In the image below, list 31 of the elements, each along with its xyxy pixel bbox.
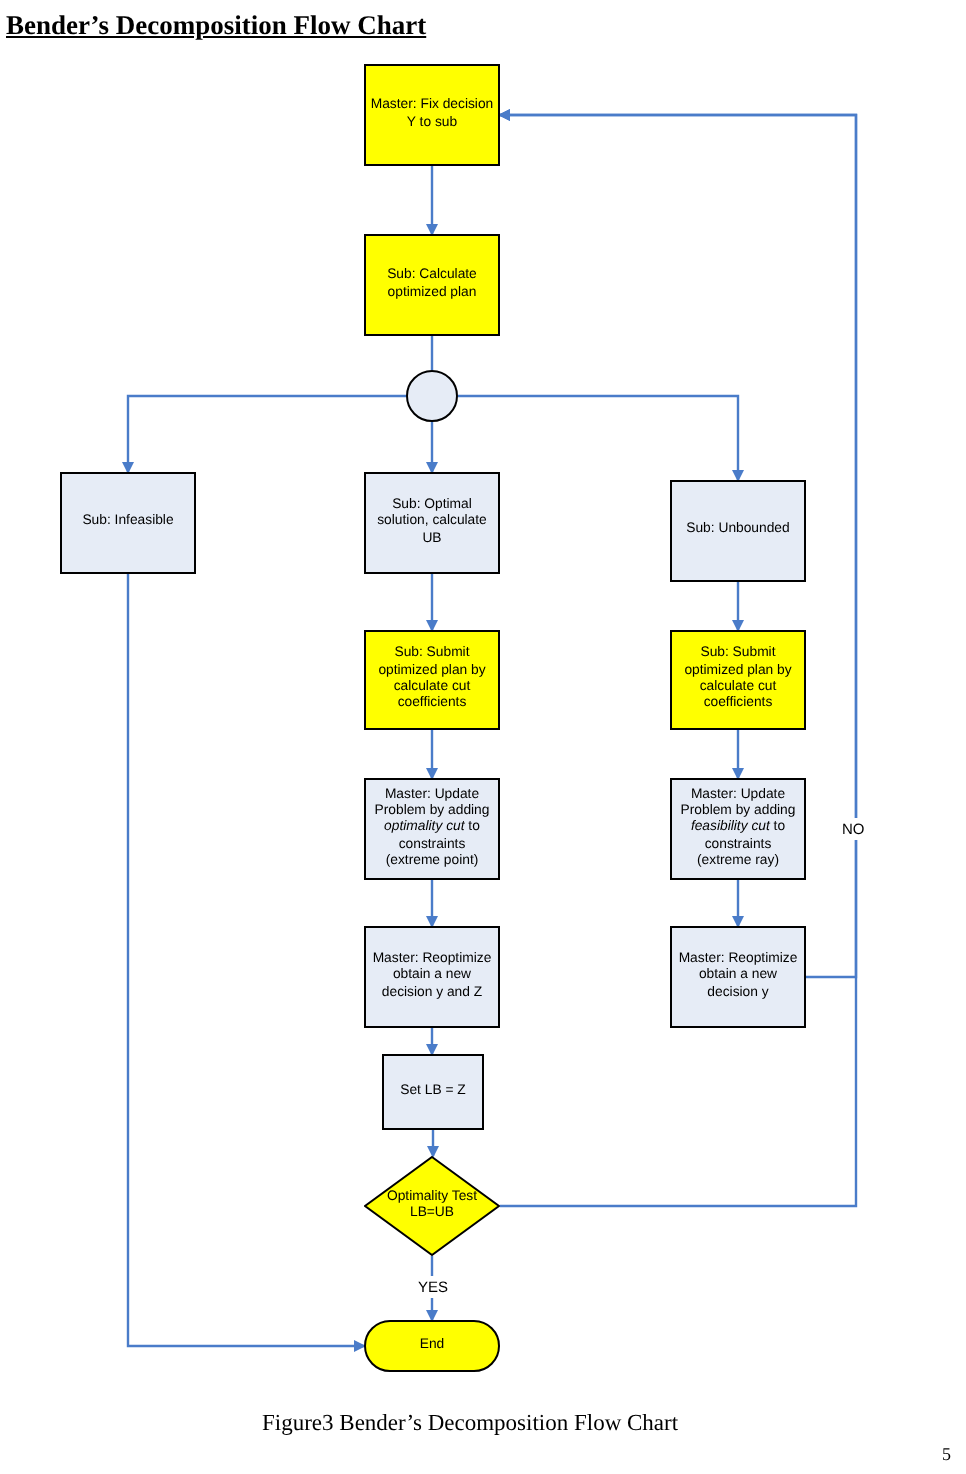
process-box — [364, 630, 500, 730]
arrow — [126, 574, 366, 1352]
terminator-box — [364, 1320, 500, 1372]
connector-circle — [406, 370, 458, 422]
arrow — [732, 730, 744, 780]
process-box — [364, 64, 500, 166]
arrow — [458, 394, 744, 482]
process-box — [364, 234, 500, 336]
title: Bender’s Decomposition Flow Chart — [6, 10, 427, 42]
process-box — [670, 630, 806, 730]
page-number: 5 — [942, 1444, 951, 1464]
arrow — [732, 582, 744, 632]
arrow — [426, 422, 438, 474]
process-box — [670, 480, 806, 582]
arrow — [426, 730, 438, 780]
arrow — [427, 1130, 439, 1158]
process-box — [364, 472, 500, 574]
arrow — [426, 1256, 438, 1322]
arrow — [426, 1028, 438, 1056]
arrow — [732, 880, 744, 928]
arrow — [122, 394, 406, 474]
process-box — [364, 926, 500, 1028]
arrow — [498, 109, 858, 1208]
decision-diamond — [364, 1156, 500, 1256]
process-box — [670, 926, 806, 1028]
arrow — [426, 880, 438, 928]
process-box — [60, 472, 196, 574]
arrow — [426, 166, 438, 236]
caption: Figure3 Bender’s Decomposition Flow Chart — [262, 1412, 679, 1436]
arrow — [426, 574, 438, 632]
process-box — [382, 1054, 484, 1130]
